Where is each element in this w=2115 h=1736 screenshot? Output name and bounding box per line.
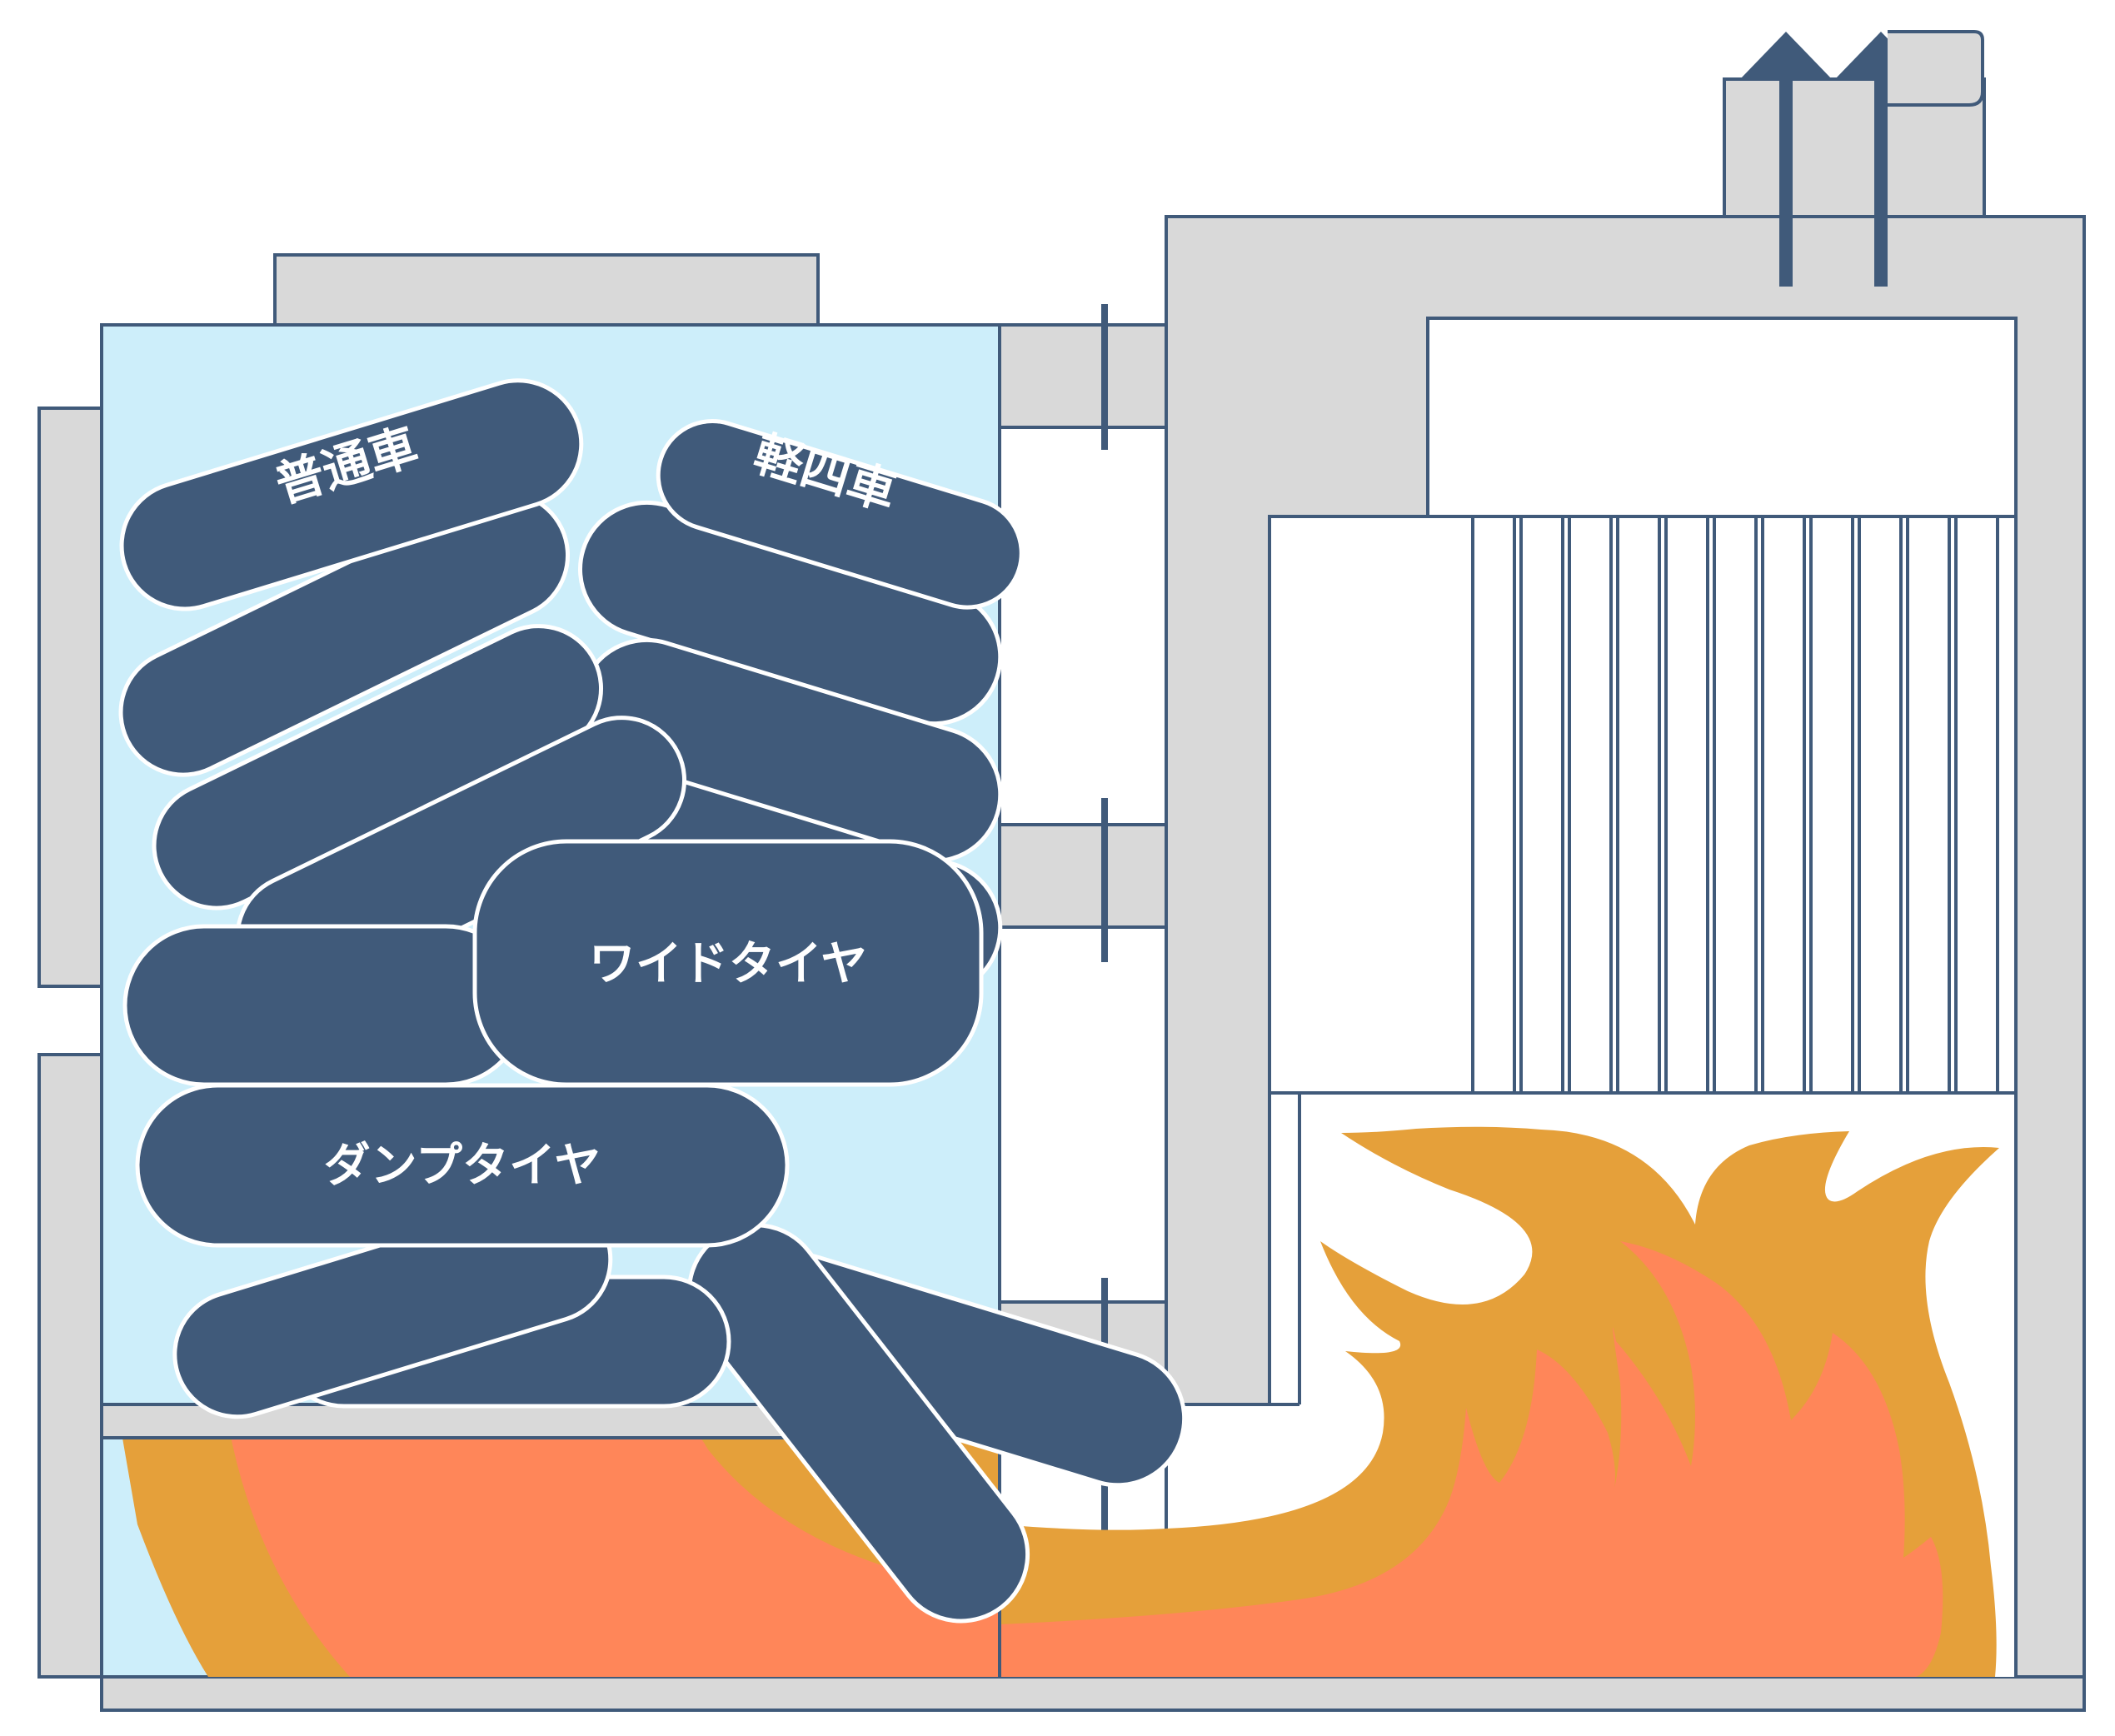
label-wide-tire: ワイドタイヤ — [589, 937, 867, 991]
flame-icon — [117, 1126, 1999, 1677]
label-dump-tire: ダンプタイヤ — [324, 1139, 601, 1193]
tire-dump — [135, 1083, 790, 1248]
left-wall-lower — [37, 1053, 103, 1679]
heat-exchanger-tubes — [1471, 515, 1999, 1095]
top-hatch — [273, 253, 820, 327]
left-wall-upper — [37, 407, 103, 988]
tire — [122, 924, 527, 1087]
tire-stack — [118, 378, 1187, 1624]
tire-wide — [472, 839, 984, 1087]
floor-slab — [100, 1675, 2086, 1712]
upper-chamber — [1426, 317, 2018, 518]
left-chamber-walls — [37, 253, 2086, 1712]
tire-kei-car — [656, 419, 1024, 610]
up-arrow-icon — [1739, 32, 1833, 287]
tire — [118, 491, 571, 777]
exhaust-return-duct — [1888, 30, 1984, 107]
tire-regular-car — [119, 378, 584, 611]
